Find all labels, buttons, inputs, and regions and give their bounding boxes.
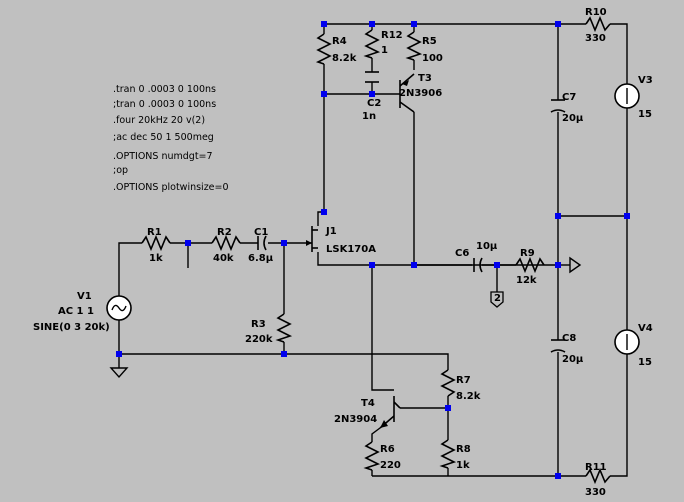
v4-name: V4 <box>638 323 653 334</box>
resistor-r3[interactable] <box>275 313 293 343</box>
c1-name: C1 <box>254 227 268 238</box>
r8-name: R8 <box>456 444 471 455</box>
wire-t4-emitter <box>371 427 381 442</box>
r12-name: R12 <box>381 30 403 41</box>
t4-name: T4 <box>361 398 375 409</box>
component-labels: R4 8.2k R12 1 R5 100 T3 2N3906 C2 1n R1 … <box>33 7 653 498</box>
spice-directives: .tran 0 .0003 0 100ns ;tran 0 .0003 0 10… <box>113 84 229 193</box>
v1-value2: SINE(0 3 20k) <box>33 322 110 333</box>
t4-value: 2N3904 <box>334 414 377 425</box>
r5-value: 100 <box>422 53 443 64</box>
resistor-r11[interactable] <box>585 467 611 485</box>
directive-1: .tran 0 .0003 0 100ns <box>113 84 216 95</box>
directive-5: .OPTIONS numdgt=7 <box>113 151 213 162</box>
r3-name: R3 <box>251 319 266 330</box>
v1-name: V1 <box>77 291 92 302</box>
wire-r7-t4 <box>400 396 449 409</box>
resistor-r5[interactable] <box>405 31 423 61</box>
v1-value1: AC 1 1 <box>58 306 94 317</box>
jfet-j1[interactable] <box>306 226 318 252</box>
c2-name: C2 <box>367 98 381 109</box>
v3-name: V3 <box>638 75 653 86</box>
resistor-r8[interactable] <box>439 439 457 469</box>
r4-name: R4 <box>332 36 347 47</box>
r2-name: R2 <box>217 227 232 238</box>
wire-t4-base <box>371 265 394 391</box>
c8-value: 20µ <box>562 354 584 365</box>
wire-r10-v3 <box>610 23 628 84</box>
output-port-arrow[interactable] <box>569 256 582 274</box>
c7-value: 20µ <box>562 113 584 124</box>
net-label-text: 2 <box>494 293 501 304</box>
transistor-t3[interactable] <box>399 73 415 113</box>
r10-name: R10 <box>585 7 607 18</box>
r1-name: R1 <box>147 227 162 238</box>
resistor-r7[interactable] <box>440 369 456 397</box>
resistor-r10[interactable] <box>585 15 611 33</box>
voltage-source-v3[interactable] <box>614 83 640 109</box>
resistor-r2[interactable] <box>211 234 241 252</box>
j1-name: J1 <box>325 226 337 237</box>
r9-name: R9 <box>520 248 535 259</box>
r12-value: 1 <box>381 45 388 56</box>
directive-7: .OPTIONS plotwinsize=0 <box>113 182 229 193</box>
r7-value: 8.2k <box>456 391 481 402</box>
ground-symbol <box>109 367 129 379</box>
r1-value: 1k <box>149 253 163 264</box>
r2-value: 40k <box>213 253 234 264</box>
capacitor-c2[interactable] <box>365 71 379 83</box>
t3-name: T3 <box>418 73 432 84</box>
r4-value: 8.2k <box>332 53 357 64</box>
r6-value: 220 <box>380 460 401 471</box>
t3-value: 2N3906 <box>399 88 442 99</box>
c6-value: 10µ <box>476 241 498 252</box>
r3-value: 220k <box>245 334 273 345</box>
r9-value: 12k <box>516 275 537 286</box>
r5-name: R5 <box>422 36 437 47</box>
r10-value: 330 <box>585 33 606 44</box>
v4-value: 15 <box>638 357 652 368</box>
resistor-r6[interactable] <box>363 441 381 471</box>
net-label-node-2[interactable]: 2 <box>490 291 504 308</box>
voltage-source-v4[interactable] <box>614 329 640 355</box>
capacitors <box>257 71 566 353</box>
wire-v1-r1 <box>118 242 142 296</box>
c2-value: 1n <box>362 111 376 122</box>
c1-value: 6.8µ <box>248 253 274 264</box>
resistor-r12[interactable] <box>363 29 381 59</box>
transistors <box>306 73 415 429</box>
transistor-t4[interactable] <box>379 396 401 429</box>
directive-3: .four 20kHz 20 v(2) <box>113 115 205 126</box>
v3-value: 15 <box>638 109 652 120</box>
resistor-r9[interactable] <box>515 256 545 274</box>
c7-name: C7 <box>562 92 576 103</box>
j1-value: LSK170A <box>326 244 376 255</box>
capacitor-c7[interactable] <box>550 99 566 113</box>
resistor-r1[interactable] <box>141 234 171 252</box>
capacitor-c6[interactable] <box>414 257 516 273</box>
wire-v4-r11 <box>610 354 628 477</box>
wire-j1-source <box>317 252 558 266</box>
r6-name: R6 <box>380 444 395 455</box>
directive-6: ;op <box>113 165 128 176</box>
resistors <box>141 15 611 485</box>
voltage-sources <box>106 83 640 355</box>
capacitor-c1[interactable] <box>257 235 267 251</box>
resistor-r4[interactable] <box>315 33 332 65</box>
r11-name: R11 <box>585 462 607 473</box>
directive-4: ;ac dec 50 1 500meg <box>113 132 214 143</box>
voltage-source-v1[interactable] <box>106 295 132 321</box>
directive-2: ;tran 0 .0003 0 100ns <box>113 99 216 110</box>
r8-value: 1k <box>456 460 470 471</box>
r7-name: R7 <box>456 375 471 386</box>
r11-value: 330 <box>585 487 606 498</box>
capacitor-c8[interactable] <box>550 339 566 353</box>
c6-name: C6 <box>455 248 469 259</box>
junction-nodes <box>116 21 630 479</box>
c8-name: C8 <box>562 333 576 344</box>
